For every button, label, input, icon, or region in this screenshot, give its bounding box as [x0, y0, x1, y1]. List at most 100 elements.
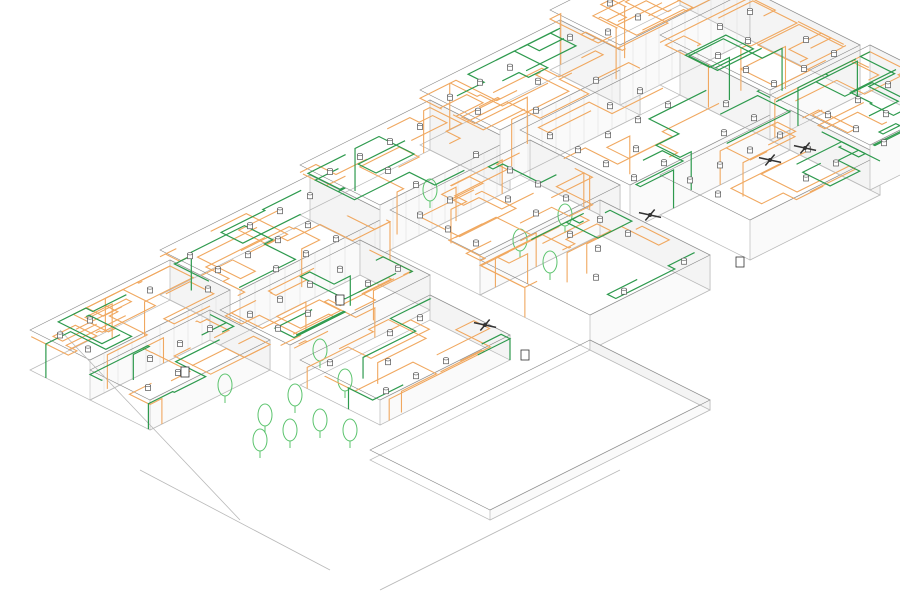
- light-fixture-icon: [745, 36, 751, 44]
- light-fixture-icon: [715, 190, 721, 198]
- fixture-top: [385, 358, 391, 362]
- light-fixture-icon: [205, 285, 211, 293]
- fixture-top: [801, 65, 807, 69]
- circuit-run: [687, 38, 783, 91]
- light-fixture-icon: [413, 181, 419, 188]
- ceiling-fan-icon: [793, 141, 817, 155]
- fixture-top: [417, 314, 423, 318]
- circuit-run: [147, 339, 220, 430]
- circuit-run: [190, 224, 297, 291]
- fixture-top: [385, 167, 391, 171]
- tree-icon: [287, 383, 303, 413]
- circuit-run: [797, 21, 833, 49]
- circuit-run: [449, 82, 549, 131]
- light-fixture-icon: [365, 279, 371, 287]
- wall-top: [299, 294, 511, 401]
- fixture-top: [395, 264, 401, 268]
- light-fixture-icon: [855, 96, 861, 104]
- circuit-run: [617, 0, 682, 49]
- light-fixture-icon: [535, 180, 541, 188]
- circuit-run: [306, 153, 346, 193]
- fixture-top: [275, 236, 281, 240]
- fixture-top: [635, 13, 641, 17]
- light-fixture-icon: [177, 339, 183, 347]
- fixture-top: [327, 359, 333, 363]
- light-fixture-icon: [277, 295, 283, 303]
- circuit-run: [511, 71, 571, 167]
- light-fixture-icon: [825, 111, 831, 119]
- fixture-top: [715, 51, 721, 55]
- fixture-top: [687, 176, 693, 180]
- fixture-top: [715, 190, 721, 194]
- fixture-top: [751, 114, 757, 118]
- fan-hub: [483, 323, 487, 327]
- fixture-top: [533, 209, 539, 213]
- light-fixture-icon: [751, 114, 757, 122]
- light-fixture-icon: [607, 102, 613, 110]
- circuit-run: [537, 87, 664, 133]
- light-fixture-icon: [563, 194, 569, 202]
- light-fixture-icon: [777, 131, 783, 139]
- circuit-run: [647, 89, 707, 191]
- fixture-top: [147, 286, 153, 290]
- circuit-run: [362, 298, 432, 379]
- fixture-top: [357, 153, 363, 157]
- fixture-top: [597, 215, 603, 219]
- fixture-top: [507, 63, 513, 67]
- fixture-top: [333, 235, 339, 239]
- light-fixture-icon: [147, 286, 153, 294]
- circuit-run: [579, 31, 626, 51]
- circuit-run: [487, 161, 557, 184]
- fixture-top: [417, 123, 423, 127]
- fixture-top: [305, 309, 311, 313]
- fixture-top: [881, 139, 887, 143]
- light-fixture-icon: [635, 116, 641, 124]
- circuit-run: [162, 281, 216, 325]
- tree-canopy: [252, 428, 268, 452]
- light-fixture-icon: [507, 166, 513, 174]
- tree-canopy: [282, 418, 298, 442]
- light-fixture-icon: [853, 125, 859, 133]
- fixture-top: [447, 93, 453, 97]
- light-fixture-icon: [447, 93, 453, 101]
- light-fixture-icon: [175, 368, 181, 376]
- light-fixture-icon: [385, 167, 391, 174]
- light-fixture-icon: [605, 131, 611, 139]
- fixture-top: [417, 211, 423, 215]
- light-fixture-icon: [215, 266, 221, 274]
- light-fixture-icon: [387, 329, 393, 337]
- circuit-run: [719, 124, 773, 185]
- fixture-top: [665, 101, 671, 105]
- fixture-top: [387, 138, 393, 142]
- tree-icon: [542, 250, 558, 280]
- fixture-top: [771, 80, 777, 84]
- circuit-run: [439, 94, 485, 117]
- light-fixture-icon: [475, 107, 481, 115]
- light-fixture-icon: [417, 211, 423, 219]
- light-fixture-icon: [637, 87, 643, 95]
- circuit-run: [519, 172, 594, 224]
- fan-hub: [803, 146, 807, 150]
- circuit-run: [455, 216, 537, 267]
- circuit-run: [718, 0, 799, 91]
- tree-canopy: [287, 383, 303, 407]
- circuit-run: [492, 50, 605, 94]
- tree-icon: [422, 178, 438, 208]
- light-fixture-icon: [277, 207, 283, 215]
- fixture-top: [505, 195, 511, 199]
- circuit-run: [478, 225, 560, 318]
- light-fixture-icon: [535, 77, 541, 85]
- ceiling-fan-icon: [758, 153, 782, 167]
- road-edge: [139, 469, 331, 571]
- fixture-top: [177, 339, 183, 343]
- light-fixture-icon: [743, 66, 749, 73]
- light-fixture-icon: [883, 110, 889, 118]
- fixture-top: [803, 35, 809, 39]
- fixture-top: [327, 168, 333, 172]
- circuit-run: [204, 236, 266, 297]
- light-fixture-icon: [771, 80, 777, 87]
- circuit-run: [802, 109, 858, 134]
- light-fixture-icon: [385, 358, 391, 366]
- fixture-top: [721, 129, 727, 133]
- circuit-run: [219, 189, 302, 244]
